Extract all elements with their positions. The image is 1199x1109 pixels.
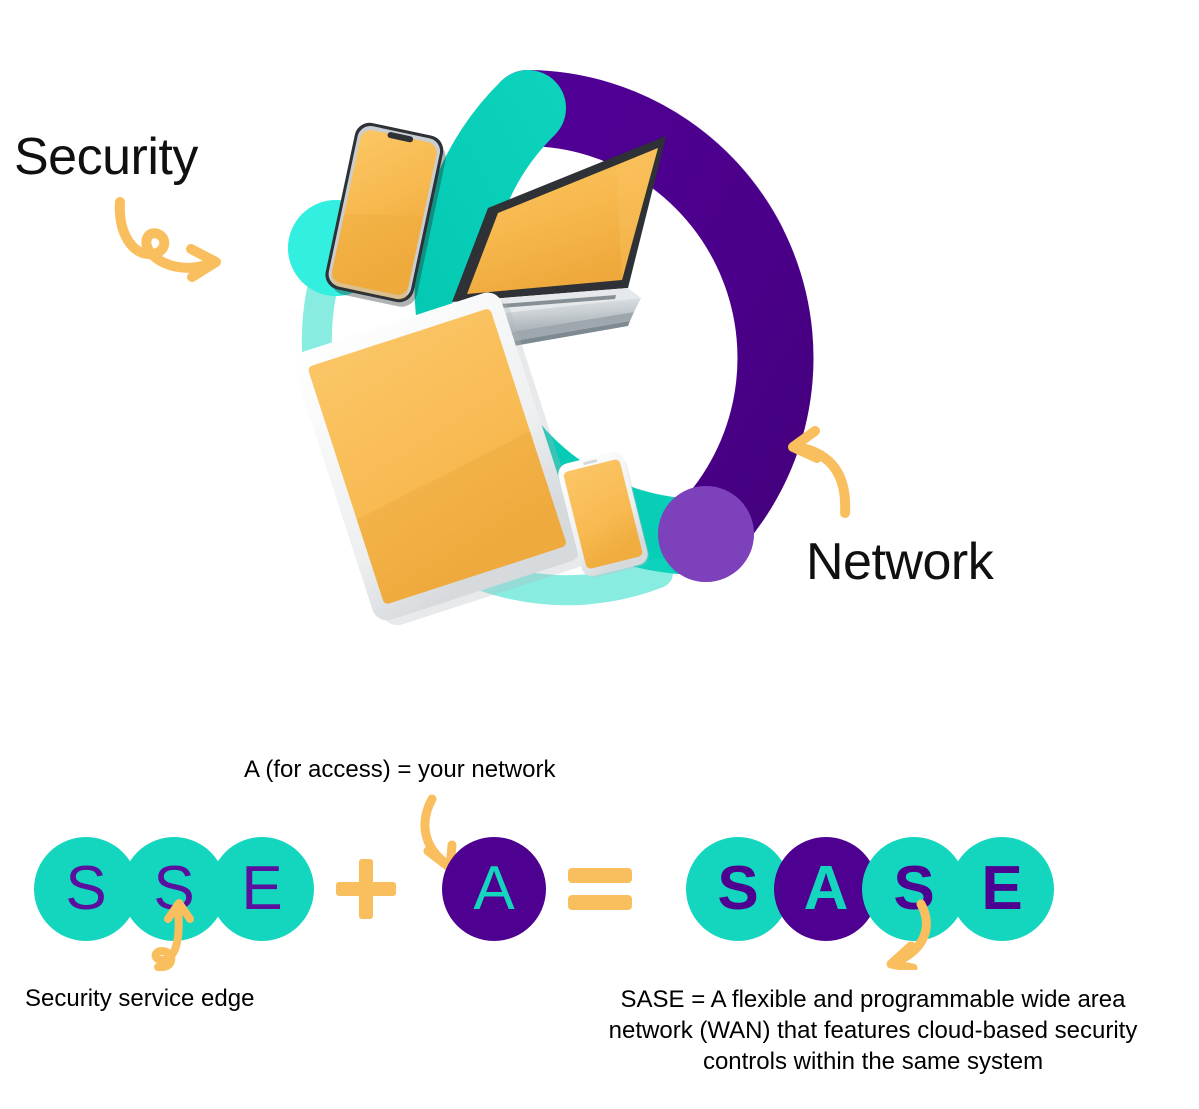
two-tone-ring-icon — [288, 70, 814, 626]
bubble-letter: E — [981, 854, 1023, 923]
small-phone-device — [558, 451, 649, 578]
bubble-sse-2: E — [210, 837, 314, 941]
sase-caption-line: network (WAN) that features cloud-based … — [608, 1017, 1138, 1045]
sse-bubble-cluster: S S E — [34, 837, 314, 941]
bubble-letter: S — [717, 854, 759, 923]
bubble-letter: E — [241, 854, 283, 923]
sase-caption-line: controls within the same system — [702, 1048, 1044, 1076]
bubble-letter: A — [473, 854, 515, 923]
plus-symbol — [336, 859, 396, 919]
sse-caption: Security service edge — [25, 985, 255, 1012]
tablet-device — [293, 292, 589, 626]
sase-caption: SASE = A flexible and programmable wide … — [553, 984, 1193, 1078]
sase-ring-diagram — [228, 58, 828, 658]
access-caption: A (for access) = your network — [244, 756, 556, 783]
bubble-sase-2: S — [862, 837, 966, 941]
smartphone-device — [325, 122, 446, 307]
purple-endcap-circle — [658, 486, 754, 582]
curly-arrow-right-icon — [114, 197, 221, 282]
bubble-sse-0: S — [34, 837, 138, 941]
bubble-sase-0: S — [686, 837, 790, 941]
bubble-letter: A — [803, 854, 849, 923]
curved-arrow-left-icon — [788, 426, 851, 518]
sase-bubble-cluster: S A S E — [686, 837, 1054, 941]
bubble-letter: S — [65, 854, 107, 923]
bubble-sase-3: E — [950, 837, 1054, 941]
a-bubble-cluster: A — [442, 837, 546, 941]
bubble-a: A — [442, 837, 546, 941]
equals-symbol — [568, 868, 632, 910]
network-label: Network — [806, 533, 994, 591]
curly-arrow-up-icon — [151, 899, 194, 972]
security-label: Security — [14, 128, 198, 186]
bubble-sase-1: A — [774, 837, 878, 941]
sase-caption-line: SASE = A flexible and programmable wide … — [620, 986, 1126, 1013]
curved-arrow-down-left-icon — [886, 899, 931, 970]
